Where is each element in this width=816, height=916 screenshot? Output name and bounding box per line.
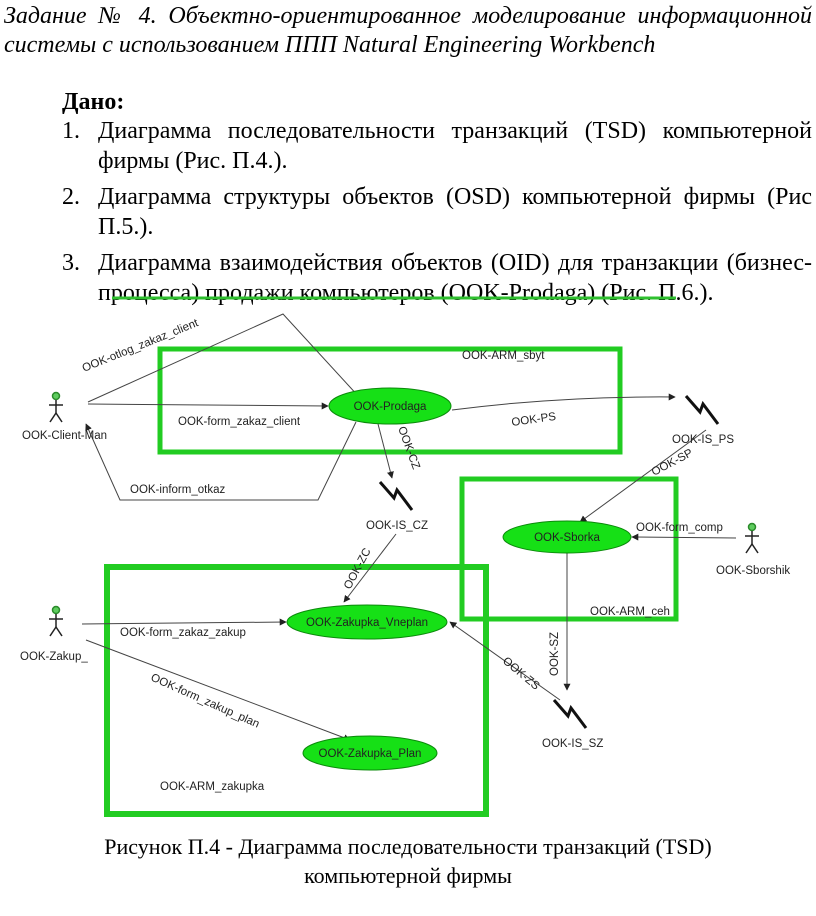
figure-caption-line-1: Рисунок П.4 - Диаграмма последовательнос… bbox=[104, 834, 712, 859]
list-item: 2. Диаграмма структуры объектов (OSD) ко… bbox=[62, 182, 812, 242]
box-arm-zakupka bbox=[104, 564, 489, 817]
box-label-arm-sbyt: OOK-ARM_sbyt bbox=[462, 350, 545, 362]
actor-client-icon bbox=[49, 391, 63, 423]
list-item: 1. Диаграмма последовательности транзакц… bbox=[62, 116, 812, 176]
system-is-sz-icon bbox=[552, 699, 588, 729]
system-is-ps-icon bbox=[684, 395, 720, 425]
flow-inform-otkaz-label: OOK-inform_otkaz bbox=[130, 484, 225, 496]
box-arm-sbyt bbox=[157, 346, 623, 455]
box-label-arm-ceh: OOK-ARM_ceh bbox=[590, 606, 670, 618]
list-item-text: Диаграмма последовательности транзакций … bbox=[98, 118, 812, 174]
flow-form-comp-line bbox=[631, 533, 737, 541]
flow-form-zakaz-client-label: OOK-form_zakaz_client bbox=[178, 416, 301, 428]
flow-form-zakup-plan-label: OOK-form_zakup_plan bbox=[149, 672, 261, 731]
process-prodaga bbox=[328, 387, 452, 425]
flow-cz-label: OOK-CZ bbox=[395, 425, 422, 471]
actor-sborshik-icon bbox=[745, 522, 759, 554]
actor-sborshik-label: OOK-Sborshik bbox=[716, 565, 790, 577]
process-sborka bbox=[502, 520, 632, 554]
box-arm-ceh bbox=[459, 476, 679, 622]
system-is-cz-icon bbox=[378, 481, 414, 511]
flow-form-zakup-plan-line bbox=[85, 639, 351, 742]
flow-sz-label: OOK-SZ bbox=[549, 632, 561, 676]
flow-inform-otkaz-line bbox=[85, 421, 357, 501]
flow-form-zakaz-zakup-line bbox=[81, 618, 287, 626]
flow-ps-line bbox=[451, 393, 676, 411]
flow-zs-label: OOK-ZS bbox=[500, 655, 542, 693]
system-is-cz-label: OOK-IS_CZ bbox=[366, 520, 428, 532]
process-zakupka-plan bbox=[302, 735, 438, 771]
flow-form-comp-label: OOK-form_comp bbox=[636, 522, 723, 534]
tsd-diagram: OOK-ARM_sbyt OOK-ARM_ceh OOK-ARM_zakupka… bbox=[20, 296, 790, 817]
list-item-number: 1. bbox=[62, 118, 80, 144]
list-item: 3. Диаграмма взаимодействия объектов (OI… bbox=[62, 248, 812, 308]
actor-client-label: OOK-Client-Man bbox=[22, 430, 107, 442]
list-item-text: Диаграмма структуры объектов (OSD) компь… bbox=[98, 184, 812, 240]
flow-otlog-line bbox=[87, 313, 361, 403]
list-item-number: 3. bbox=[62, 250, 80, 276]
given-label: Дано: bbox=[62, 89, 125, 115]
list-item-text: Диаграмма взаимодействия объектов (OID) … bbox=[98, 250, 812, 306]
flow-zc-line bbox=[343, 533, 397, 603]
list-item-number: 2. bbox=[62, 184, 80, 210]
process-sborka-label: OOK-Sborka bbox=[534, 532, 600, 544]
process-zakupka-vneplan bbox=[286, 604, 448, 640]
flow-zs-line bbox=[449, 621, 561, 701]
flow-ps-label: OOK-PS bbox=[511, 411, 557, 429]
flow-sp-line bbox=[579, 429, 707, 523]
actor-zakup-label: OOK-Zakup_ bbox=[20, 651, 88, 663]
process-zakupka-vneplan-label: OOK-Zakupka_Vneplan bbox=[306, 617, 428, 629]
flow-form-zakaz-zakup-label: OOK-form_zakaz_zakup bbox=[120, 627, 246, 639]
system-is-ps-label: OOK-IS_PS bbox=[672, 434, 734, 446]
task-title: Задание № 4. Объектно-ориентированное мо… bbox=[4, 3, 812, 58]
flow-form-zakaz-client-line bbox=[87, 402, 329, 410]
flow-cz-line bbox=[377, 423, 394, 479]
figure-caption: Рисунок П.4 - Диаграмма последовательнос… bbox=[0, 832, 816, 890]
figure-caption-line-2: компьютерной фирмы bbox=[304, 863, 512, 888]
process-zakupka-plan-label: OOK-Zakupka_Plan bbox=[319, 748, 422, 760]
flow-otlog-label: OOK-otlog_zakaz_client bbox=[81, 317, 201, 375]
system-is-sz-label: OOK-IS_SZ bbox=[542, 738, 603, 750]
flow-sp-label: OOK-SP bbox=[650, 447, 695, 479]
process-prodaga-label: OOK-Prodaga bbox=[354, 401, 427, 413]
actor-zakup-icon bbox=[49, 605, 63, 637]
box-label-arm-zakupka: OOK-ARM_zakupka bbox=[160, 781, 265, 793]
given-list: 1. Диаграмма последовательности транзакц… bbox=[62, 116, 812, 314]
